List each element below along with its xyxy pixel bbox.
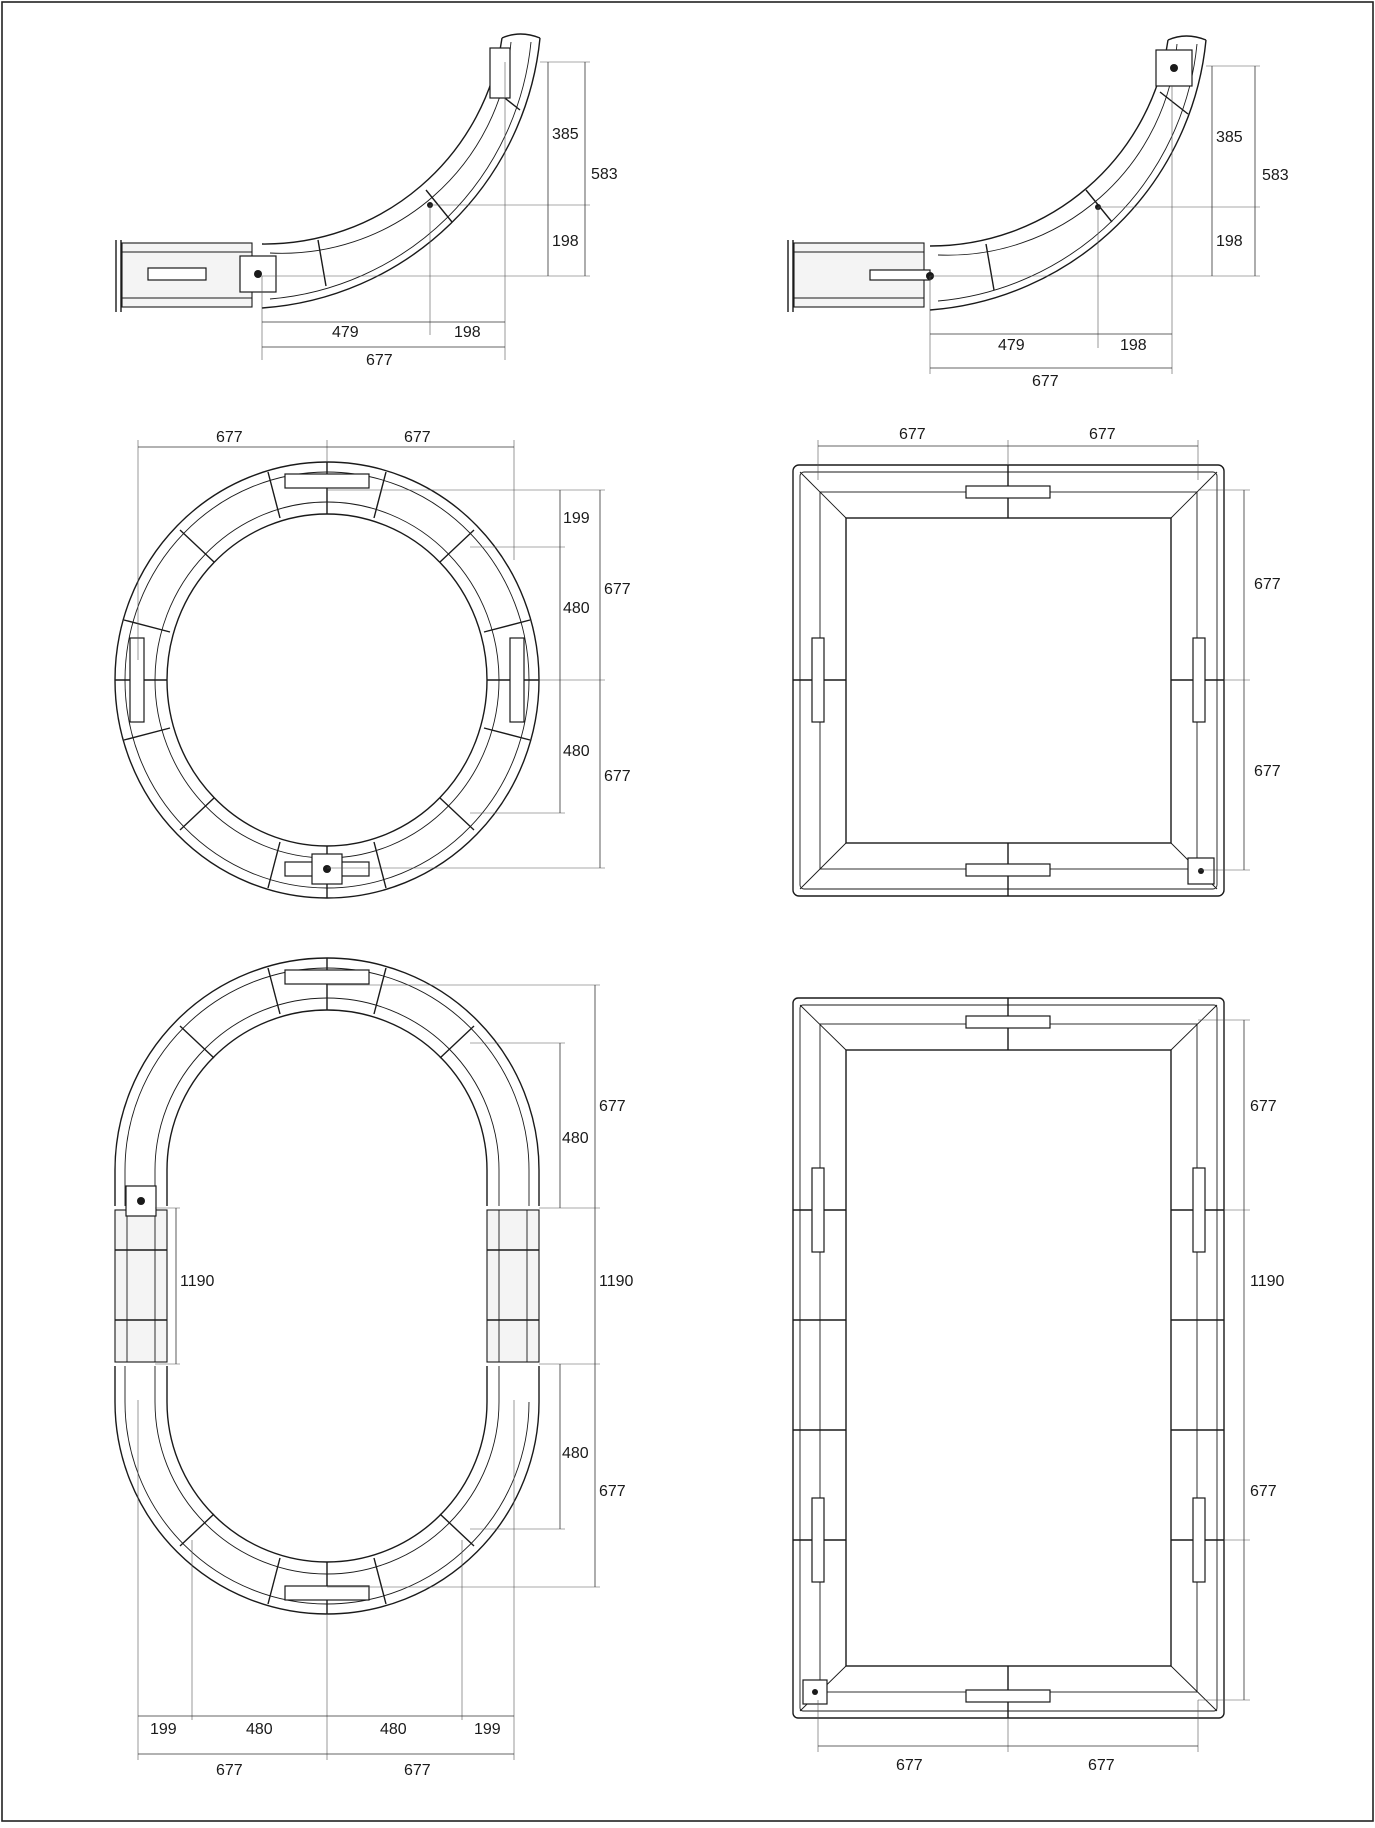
dim-677: 677 <box>404 429 431 446</box>
dim-480: 480 <box>562 1130 589 1147</box>
dim-677: 677 <box>404 1762 431 1779</box>
dim-1190: 1190 <box>599 1273 634 1290</box>
connector-bracket <box>811 637 825 723</box>
dim-1190: 1190 <box>1250 1273 1285 1290</box>
dim-677: 677 <box>1254 576 1281 593</box>
ring-inner <box>166 513 488 847</box>
connector-bracket <box>1192 1497 1206 1583</box>
connector-bracket <box>509 637 525 723</box>
dim-677: 677 <box>1254 763 1281 780</box>
connector-bracket <box>811 1167 825 1253</box>
dim-677: 677 <box>899 426 926 443</box>
dim-677: 677 <box>599 1483 626 1500</box>
dim-677: 677 <box>1250 1098 1277 1115</box>
connector-bracket <box>965 863 1051 877</box>
dim-199: 199 <box>474 1721 501 1738</box>
dim-677: 677 <box>216 1762 243 1779</box>
frame-inner <box>845 1049 1172 1667</box>
curve-outer-edge <box>261 37 541 309</box>
dim-480: 480 <box>246 1721 273 1738</box>
dim-677: 677 <box>604 581 631 598</box>
curve-end-cap <box>501 33 541 39</box>
connector-bracket <box>147 267 207 281</box>
connector-bracket <box>811 1497 825 1583</box>
dim-677: 677 <box>216 429 243 446</box>
dim-198: 198 <box>552 233 579 250</box>
segment-joint <box>425 189 453 223</box>
dim-677: 677 <box>896 1757 923 1774</box>
dim-198-h: 198 <box>1120 337 1147 354</box>
view-curve-right: 385 583 198 479 198 677 <box>787 35 1289 390</box>
dim-480: 480 <box>563 600 590 617</box>
dim-677: 677 <box>1089 426 1116 443</box>
view-curve-left: 385 583 198 479 198 677 <box>115 33 618 369</box>
view-oval: 677 480 1190 1190 480 677 199 480 480 19… <box>114 957 634 1779</box>
connector-bracket <box>489 47 511 99</box>
curve-inner-edge <box>929 39 1169 247</box>
dim-385: 385 <box>552 126 579 143</box>
dim-677: 677 <box>1088 1757 1115 1774</box>
dim-479: 479 <box>332 324 359 341</box>
frame-outer <box>792 997 1225 1719</box>
view-square: 677 677 677 677 <box>792 426 1281 897</box>
curve-inner-edge <box>261 37 503 245</box>
view-rectangle: 677 1190 677 677 677 <box>792 997 1285 1774</box>
frame-inner <box>845 517 1172 844</box>
connector-bracket <box>965 485 1051 499</box>
dim-677: 677 <box>1250 1483 1277 1500</box>
connector-bracket <box>284 1585 370 1601</box>
dim-199: 199 <box>563 510 590 527</box>
dim-480: 480 <box>563 743 590 760</box>
connector-bracket <box>1192 637 1206 723</box>
dim-583: 583 <box>1262 167 1289 184</box>
straight-side-right <box>486 1209 540 1363</box>
curve-outer-edge <box>929 39 1207 311</box>
dim-677: 677 <box>366 352 393 369</box>
segment-joint <box>317 239 327 287</box>
dim-199: 199 <box>150 1721 177 1738</box>
straight-side-left <box>114 1209 168 1363</box>
dim-1190: 1190 <box>180 1273 215 1290</box>
connector-bracket <box>869 269 931 281</box>
dim-480: 480 <box>562 1445 589 1462</box>
connector-bracket <box>284 473 370 489</box>
dim-677: 677 <box>599 1098 626 1115</box>
dim-677: 677 <box>604 768 631 785</box>
view-circle: 677 677 199 480 677 480 677 <box>114 429 631 899</box>
connector-bracket <box>965 1689 1051 1703</box>
dim-198: 198 <box>1216 233 1243 250</box>
connector-bracket <box>284 969 370 985</box>
frame-outer <box>792 464 1225 897</box>
dim-677: 677 <box>1032 373 1059 390</box>
dim-385: 385 <box>1216 129 1243 146</box>
dim-198-h: 198 <box>454 324 481 341</box>
connector-bracket <box>965 1015 1051 1029</box>
connector-bracket <box>129 637 145 723</box>
dim-480: 480 <box>380 1721 407 1738</box>
dim-583: 583 <box>591 166 618 183</box>
ring-outer <box>114 461 540 899</box>
dim-479: 479 <box>998 337 1025 354</box>
connector-bracket <box>1192 1167 1206 1253</box>
